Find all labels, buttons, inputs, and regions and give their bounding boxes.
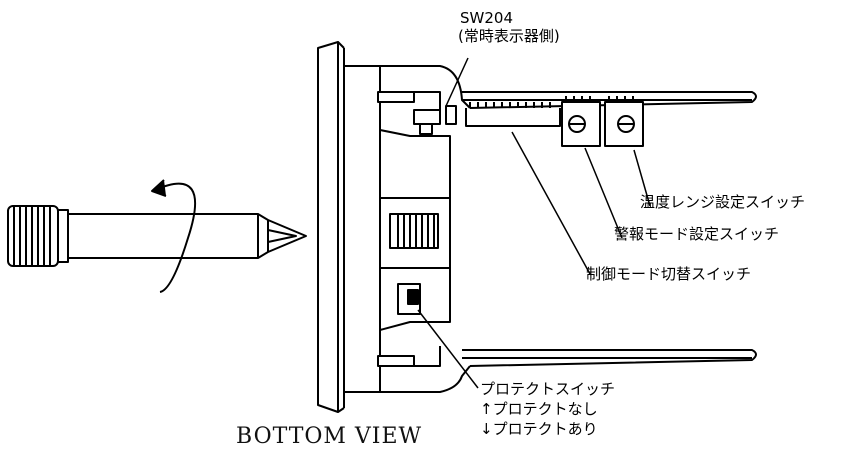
temp-range-switch-label: 温度レンジ設定スイッチ <box>640 193 806 211</box>
protect-on-label: ↓プロテクトあり <box>480 420 598 438</box>
rotation-arrow-icon <box>151 179 197 293</box>
control-mode-switch-label: 制御モード切替スイッチ <box>586 265 752 283</box>
leader-lines <box>417 57 651 389</box>
housing <box>344 65 471 393</box>
protect-switch-label: プロテクトスイッチ <box>480 380 616 398</box>
front-bezel <box>317 41 345 413</box>
sw204-code-label: SW204 <box>460 9 513 27</box>
protect-off-label: ↑プロテクトなし <box>480 400 598 418</box>
upper-pcb <box>462 91 757 147</box>
sw204-desc-label: (常時表示器側) <box>458 27 560 45</box>
alarm-mode-switch-label: 警報モード設定スイッチ <box>614 225 780 243</box>
view-title: BOTTOM VIEW <box>236 424 423 449</box>
lower-pcb <box>462 349 757 367</box>
screwdriver-icon <box>7 205 307 267</box>
